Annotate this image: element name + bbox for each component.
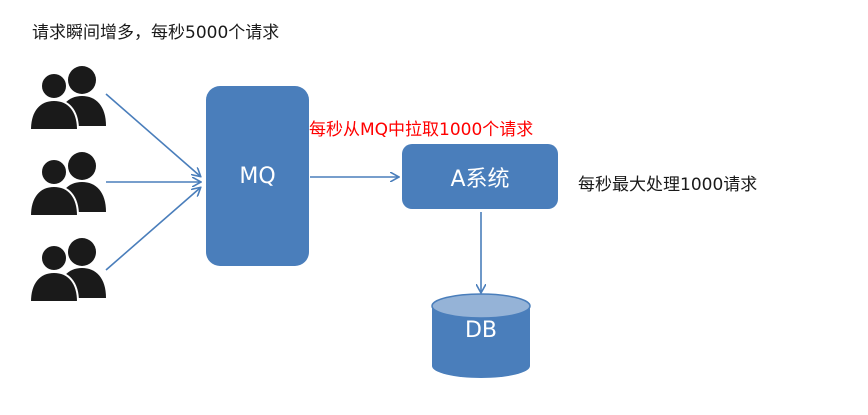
capacity-label: 每秒最大处理1000请求	[578, 175, 758, 195]
user-to-mq-arrow	[105, 93, 200, 176]
db-label: DB	[464, 318, 498, 343]
headline-text: 请求瞬间增多，每秒5000个请求	[32, 23, 280, 43]
mq-node: MQ	[206, 86, 309, 266]
a-system-label: A系统	[450, 166, 510, 192]
users-icon	[29, 151, 107, 217]
users-icon	[29, 237, 107, 303]
pull-rate-label: 每秒从MQ中拉取1000个请求	[309, 120, 534, 140]
mq-label: MQ	[239, 163, 276, 189]
a-system-node: A系统	[402, 144, 558, 209]
users-icon	[29, 65, 107, 131]
user-to-mq-arrow	[105, 188, 200, 271]
db-cylinder	[431, 293, 531, 378]
